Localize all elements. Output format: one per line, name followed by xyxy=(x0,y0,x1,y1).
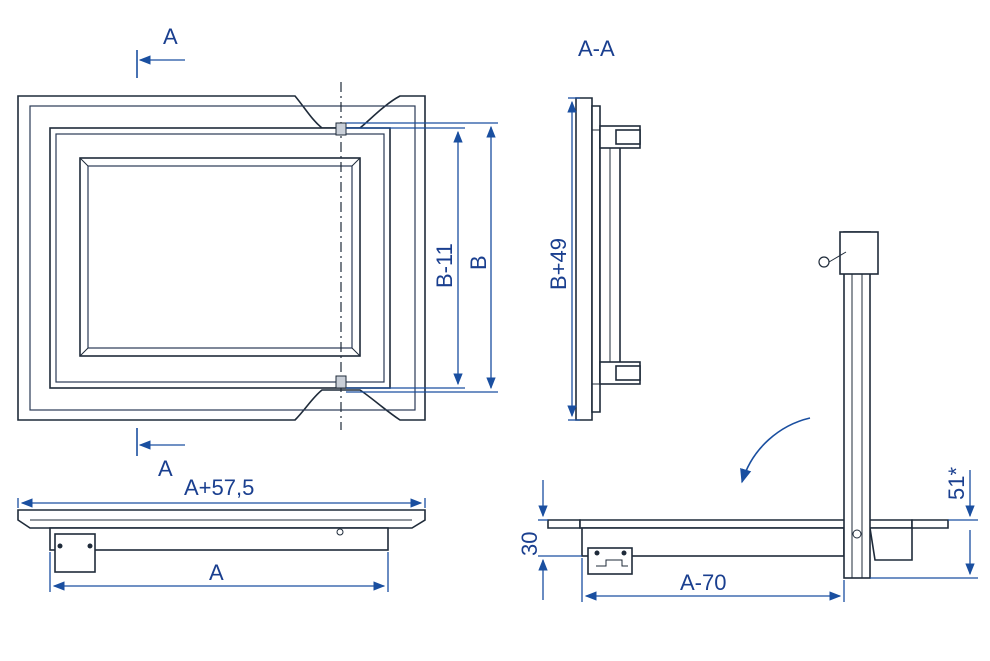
frame-bevel xyxy=(29,105,416,411)
dim-a-minus-70: A-70 xyxy=(680,570,726,595)
dim-b: B xyxy=(466,255,491,270)
section-title: A-A xyxy=(578,36,615,61)
dim-51: 51* xyxy=(944,467,969,500)
dim-b-minus-11: B-11 xyxy=(432,243,457,288)
dim-30: 30 xyxy=(517,532,542,556)
inner-frame-line xyxy=(87,165,353,349)
open-view-frame xyxy=(547,519,581,529)
open-view: 30 A-70 51* xyxy=(517,231,978,602)
rotation-arrow xyxy=(740,417,811,484)
hinge-top xyxy=(335,122,347,136)
section-a-a-view: A-A B+49 xyxy=(546,36,641,421)
section-frame xyxy=(575,97,593,421)
open-door-hinge xyxy=(839,231,879,275)
hinge-bottom xyxy=(335,375,347,389)
top-view-body xyxy=(49,527,389,551)
dim-a-plus-57-5: A+57,5 xyxy=(184,475,254,500)
section-mark-bottom: A xyxy=(158,456,173,481)
top-view: A+57,5 A xyxy=(17,475,426,592)
inner-frame xyxy=(79,157,361,357)
top-view-hinge xyxy=(54,533,96,573)
section-mark-top: A xyxy=(163,24,178,49)
door-panel-inner xyxy=(55,133,385,383)
open-door-leaf xyxy=(843,231,871,579)
dim-a: A xyxy=(209,560,224,585)
dim-b-plus-49: B+49 xyxy=(546,238,571,290)
front-view: A A B-11 B xyxy=(17,24,498,481)
top-view-flange xyxy=(17,509,426,529)
